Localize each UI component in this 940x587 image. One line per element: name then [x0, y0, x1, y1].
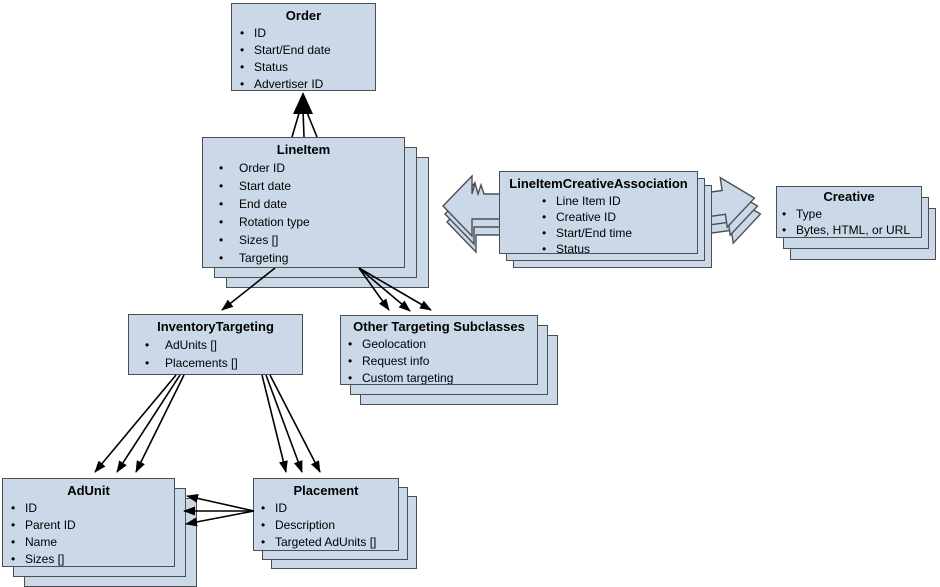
field: Advertiser ID	[240, 76, 373, 90]
field: Creative ID	[542, 209, 695, 225]
entity-other-targeting-subclasses: Other Targeting Subclasses Geolocation R…	[340, 315, 538, 385]
field: Targeted AdUnits []	[261, 534, 396, 550]
entity-line-item-creative-association: LineItemCreativeAssociation Line Item ID…	[499, 171, 698, 254]
entity-title: Placement	[293, 483, 359, 498]
entity-creative: Creative Type Bytes, HTML, or URL	[776, 186, 922, 238]
field: Custom targeting	[348, 370, 535, 384]
entity-title: LineItem	[276, 142, 331, 157]
entity-inventory-targeting: InventoryTargeting AdUnits [] Placements…	[128, 314, 303, 375]
field: Start/End date	[240, 42, 373, 59]
entity-fields: ID Start/End date Status Advertiser ID	[232, 25, 375, 90]
entity-order: Order ID Start/End date Status Advertise…	[231, 3, 376, 91]
field: Line Item ID	[542, 193, 695, 209]
block-arrow-left-icon	[442, 174, 509, 254]
field: Order ID	[219, 159, 402, 177]
field: Description	[261, 517, 396, 534]
entity-fields: ID Description Targeted AdUnits []	[254, 500, 398, 550]
field: Placements []	[145, 354, 300, 372]
entity-title: LineItemCreativeAssociation	[509, 176, 688, 191]
field: Start/End time	[542, 225, 695, 241]
field: End date	[219, 195, 402, 213]
entity-fields: Order ID Start date End date Rotation ty…	[203, 159, 404, 267]
field: Rotation type	[219, 213, 402, 231]
entity-title: Order	[285, 8, 322, 23]
field: Geolocation	[348, 336, 535, 353]
entity-fields: Type Bytes, HTML, or URL	[777, 206, 921, 237]
field: Type	[782, 206, 919, 222]
field: ID	[11, 500, 172, 517]
entity-fields: ID Parent ID Name Sizes []	[3, 500, 174, 566]
entity-fields: Line Item ID Creative ID Start/End time …	[500, 193, 697, 253]
entity-title: AdUnit	[67, 483, 110, 498]
field: Bytes, HTML, or URL	[782, 222, 919, 237]
field: Status	[240, 59, 373, 76]
field: Start date	[219, 177, 402, 195]
entity-fields: Geolocation Request info Custom targetin…	[341, 336, 537, 384]
field: Targeting	[219, 249, 402, 267]
field: ID	[240, 25, 373, 42]
entity-ad-unit: AdUnit ID Parent ID Name Sizes []	[2, 478, 175, 567]
field: AdUnits []	[145, 336, 300, 354]
entity-title: Creative	[823, 189, 875, 204]
field: ID	[261, 500, 396, 517]
field: Status	[542, 241, 695, 253]
entity-title: InventoryTargeting	[157, 319, 274, 334]
entity-placement: Placement ID Description Targeted AdUnit…	[253, 478, 399, 551]
field: Name	[11, 534, 172, 551]
entity-fields: AdUnits [] Placements []	[129, 336, 302, 372]
field: Parent ID	[11, 517, 172, 534]
entity-title: Other Targeting Subclasses	[353, 319, 525, 334]
field: Request info	[348, 353, 535, 370]
field: Sizes []	[219, 231, 402, 249]
entity-line-item: LineItem Order ID Start date End date Ro…	[202, 137, 405, 268]
field: Sizes []	[11, 551, 172, 566]
